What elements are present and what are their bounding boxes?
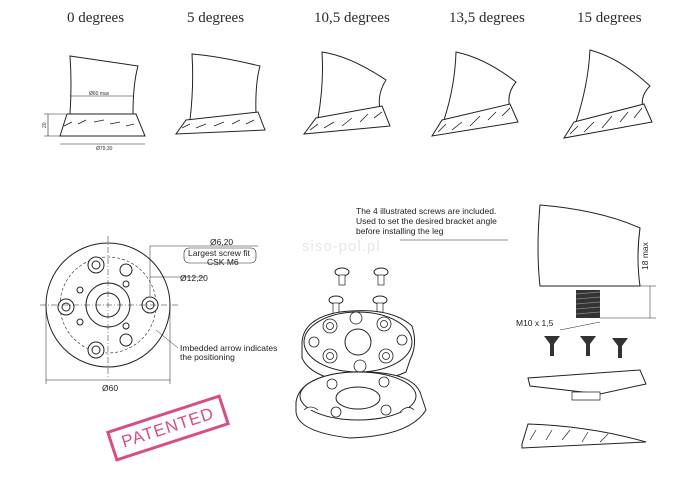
- dim-max-height: 18 max: [640, 242, 650, 270]
- dim-outer: Ø60: [102, 383, 119, 393]
- screws-note-line-3: before installing the leg: [356, 226, 444, 236]
- flange-top-view: [40, 236, 258, 384]
- angle-label-15: 15 degrees: [577, 10, 642, 26]
- dim-inner-circle: Ø12,20: [180, 273, 208, 283]
- leg-profile-0deg: [44, 55, 146, 145]
- leg-profile-15deg: [562, 49, 653, 139]
- exploded-assembly: [295, 239, 508, 439]
- screw-fit-label-2: CSK M6: [207, 257, 239, 267]
- dim-top-width: Ø60 max: [89, 91, 110, 97]
- angle-label-13-5: 13,5 degrees: [449, 10, 525, 26]
- watermark: siso-pol.pl: [302, 238, 381, 255]
- arrow-note-line-1: Imbedded arrow indicates: [180, 343, 278, 353]
- small-screw-icon: [544, 336, 628, 358]
- leg-profile-10-5deg: [302, 51, 391, 135]
- angle-label-10-5: 10,5 degrees: [314, 10, 390, 26]
- screw-fit-label-1: Largest screw fit: [188, 248, 250, 258]
- dim-height: 20: [42, 122, 48, 128]
- dim-screw-hole: Ø6,20: [210, 237, 234, 247]
- screws-note-line-1: The 4 illustrated screws are included.: [356, 206, 497, 216]
- leg-profile-5deg: [174, 53, 266, 135]
- dim-thread: M10 x 1,5: [516, 318, 554, 328]
- leg-profile-13-5deg: [430, 51, 519, 137]
- screw-icon: [328, 267, 389, 316]
- angle-label-5: 5 degrees: [187, 10, 245, 26]
- leg-side-view: [521, 204, 656, 449]
- arrow-note-line-2: the positioning: [180, 352, 235, 362]
- screws-note-line-2: Used to set the desired bracket angle: [356, 216, 497, 226]
- leg-profiles-row: Ø60 max 20 Ø79,30: [42, 49, 653, 152]
- angle-label-0: 0 degrees: [67, 10, 125, 26]
- dim-base-width: Ø79,30: [96, 146, 113, 152]
